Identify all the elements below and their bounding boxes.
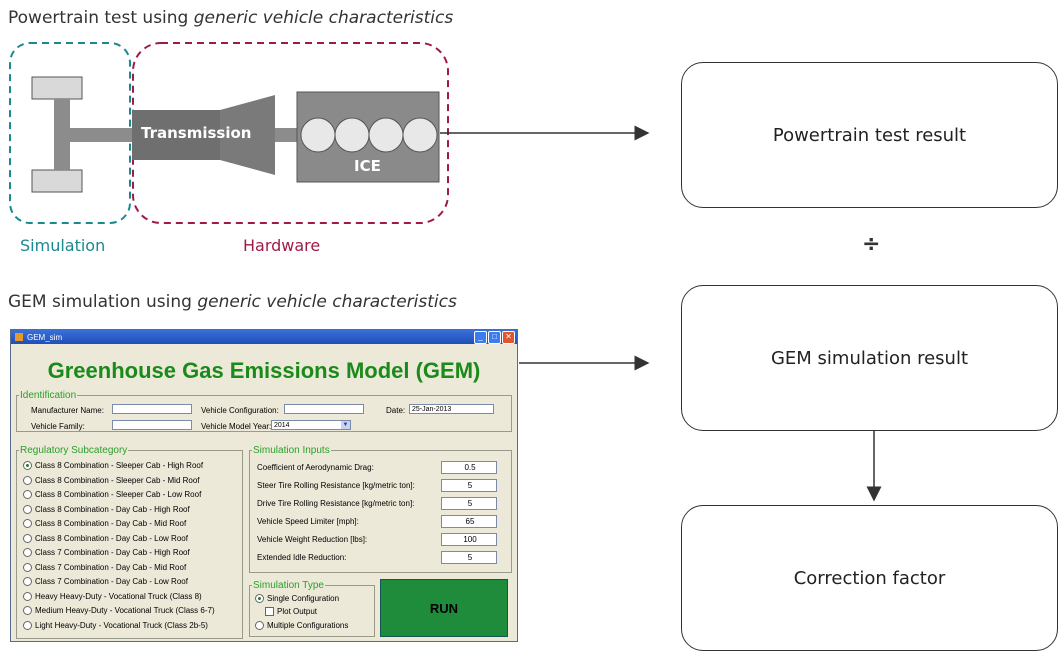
axle bbox=[54, 99, 70, 170]
family-input[interactable] bbox=[112, 420, 192, 430]
run-button[interactable]: RUN bbox=[380, 579, 508, 637]
radio-icon bbox=[255, 621, 264, 631]
radio-icon bbox=[23, 490, 32, 500]
checkbox-icon bbox=[265, 607, 274, 617]
cylinder-4 bbox=[402, 117, 438, 153]
plot-output-checkbox[interactable]: Plot Output bbox=[265, 607, 317, 617]
gem-heading: GEM simulation using generic vehicle cha… bbox=[8, 292, 457, 312]
regulatory-option[interactable]: Class 8 Combination - Day Cab - Low Roof bbox=[23, 534, 188, 543]
app-icon bbox=[15, 333, 23, 341]
regulatory-group: Regulatory Subcategory bbox=[16, 445, 243, 639]
chevron-down-icon: ▼ bbox=[341, 421, 350, 429]
transmission-label: Transmission bbox=[141, 124, 252, 142]
radio-selected-icon bbox=[255, 594, 264, 604]
driveshaft-left bbox=[70, 128, 132, 142]
transmission-bell bbox=[220, 95, 275, 175]
regulatory-option[interactable]: Medium Heavy-Duty - Vocational Truck (Cl… bbox=[23, 606, 215, 616]
close-button[interactable]: ✕ bbox=[502, 331, 515, 344]
input-label: Vehicle Weight Reduction [lbs]: bbox=[257, 535, 368, 544]
radio-icon bbox=[23, 475, 32, 485]
date-input[interactable]: 25-Jan-2013 bbox=[409, 404, 494, 414]
radio-selected-icon bbox=[23, 461, 32, 471]
powertrain-result-box: Powertrain test result bbox=[681, 62, 1058, 208]
input-label: Drive Tire Rolling Resistance [kg/metric… bbox=[257, 499, 415, 508]
regulatory-option[interactable]: Class 8 Combination - Sleeper Cab - Low … bbox=[23, 490, 201, 500]
cylinder-3 bbox=[368, 117, 404, 153]
lower-arrows bbox=[519, 355, 882, 502]
gem-result-box: GEM simulation result bbox=[681, 285, 1058, 431]
radio-icon bbox=[23, 620, 32, 630]
powertrain-heading: Powertrain test using generic vehicle ch… bbox=[8, 8, 454, 28]
manufacturer-label: Manufacturer Name: bbox=[31, 406, 104, 415]
regulatory-option[interactable]: Class 8 Combination - Day Cab - High Roo… bbox=[23, 505, 190, 514]
minimize-button[interactable]: _ bbox=[474, 331, 487, 344]
powertrain-diagram bbox=[9, 42, 650, 224]
manufacturer-input[interactable] bbox=[112, 404, 192, 414]
regulatory-option[interactable]: Class 7 Combination - Day Cab - Mid Roof bbox=[23, 563, 186, 572]
radio-icon bbox=[23, 591, 32, 601]
simulation-inputs-group: Simulation Inputs bbox=[249, 445, 512, 573]
wheel-top bbox=[31, 76, 83, 100]
regulatory-option[interactable]: Class 8 Combination - Day Cab - Mid Roof bbox=[23, 519, 186, 529]
input-value-field[interactable]: 5 bbox=[441, 497, 497, 510]
input-label: Extended Idle Reduction: bbox=[257, 553, 347, 562]
input-value-field[interactable]: 65 bbox=[441, 515, 497, 528]
radio-icon bbox=[23, 504, 32, 514]
radio-icon bbox=[23, 577, 32, 587]
model-year-label: Vehicle Model Year: bbox=[201, 422, 272, 431]
regulatory-option[interactable]: Heavy Heavy-Duty - Vocational Truck (Cla… bbox=[23, 592, 202, 601]
driveshaft-right bbox=[275, 128, 297, 142]
wheel-bottom bbox=[31, 169, 83, 193]
model-year-select[interactable]: 2014 ▼ bbox=[271, 420, 351, 430]
radio-icon bbox=[23, 519, 32, 529]
simulation-type-group: Simulation Type bbox=[249, 580, 375, 637]
input-value-field[interactable]: 5 bbox=[441, 551, 497, 564]
transmission-block bbox=[132, 110, 220, 160]
maximize-button[interactable]: □ bbox=[488, 331, 501, 344]
regulatory-option[interactable]: Class 8 Combination - Sleeper Cab - High… bbox=[23, 461, 203, 471]
radio-icon bbox=[23, 606, 32, 616]
divide-symbol: ÷ bbox=[862, 232, 881, 257]
config-label: Vehicle Configuration: bbox=[201, 406, 279, 415]
correction-factor-box: Correction factor bbox=[681, 505, 1058, 651]
input-value-field[interactable]: 5 bbox=[441, 479, 497, 492]
input-value-field[interactable]: 0.5 bbox=[441, 461, 497, 474]
input-label: Vehicle Speed Limiter [mph]: bbox=[257, 517, 359, 526]
identification-group: Identification bbox=[16, 390, 512, 432]
single-config-radio[interactable]: Single Configuration bbox=[255, 594, 339, 604]
regulatory-option[interactable]: Class 7 Combination - Day Cab - Low Roof bbox=[23, 577, 188, 587]
family-label: Vehicle Family: bbox=[31, 422, 85, 431]
gem-title-bar: GEM_sim bbox=[11, 330, 517, 344]
config-input[interactable] bbox=[284, 404, 364, 414]
regulatory-option[interactable]: Class 8 Combination - Sleeper Cab - Mid … bbox=[23, 476, 200, 485]
multiple-config-radio[interactable]: Multiple Configurations bbox=[255, 621, 348, 631]
cylinder-2 bbox=[334, 117, 370, 153]
input-label: Coefficient of Aerodynamic Drag: bbox=[257, 463, 374, 472]
input-label: Steer Tire Rolling Resistance [kg/metric… bbox=[257, 481, 415, 490]
radio-icon bbox=[23, 562, 32, 572]
cylinder-1 bbox=[300, 117, 336, 153]
gem-title: Greenhouse Gas Emissions Model (GEM) bbox=[47, 358, 481, 383]
hardware-caption: Hardware bbox=[243, 236, 321, 255]
simulation-caption: Simulation bbox=[20, 236, 106, 255]
input-value-field[interactable]: 100 bbox=[441, 533, 497, 546]
gem-window: GEM_sim _ □ ✕ Greenhouse Gas Emissions M… bbox=[10, 329, 518, 642]
regulatory-option[interactable]: Class 7 Combination - Day Cab - High Roo… bbox=[23, 548, 190, 558]
ice-label: ICE bbox=[354, 157, 381, 175]
radio-icon bbox=[23, 548, 32, 558]
date-label: Date: bbox=[386, 406, 406, 415]
radio-icon bbox=[23, 533, 32, 543]
regulatory-option[interactable]: Light Heavy-Duty - Vocational Truck (Cla… bbox=[23, 621, 208, 630]
